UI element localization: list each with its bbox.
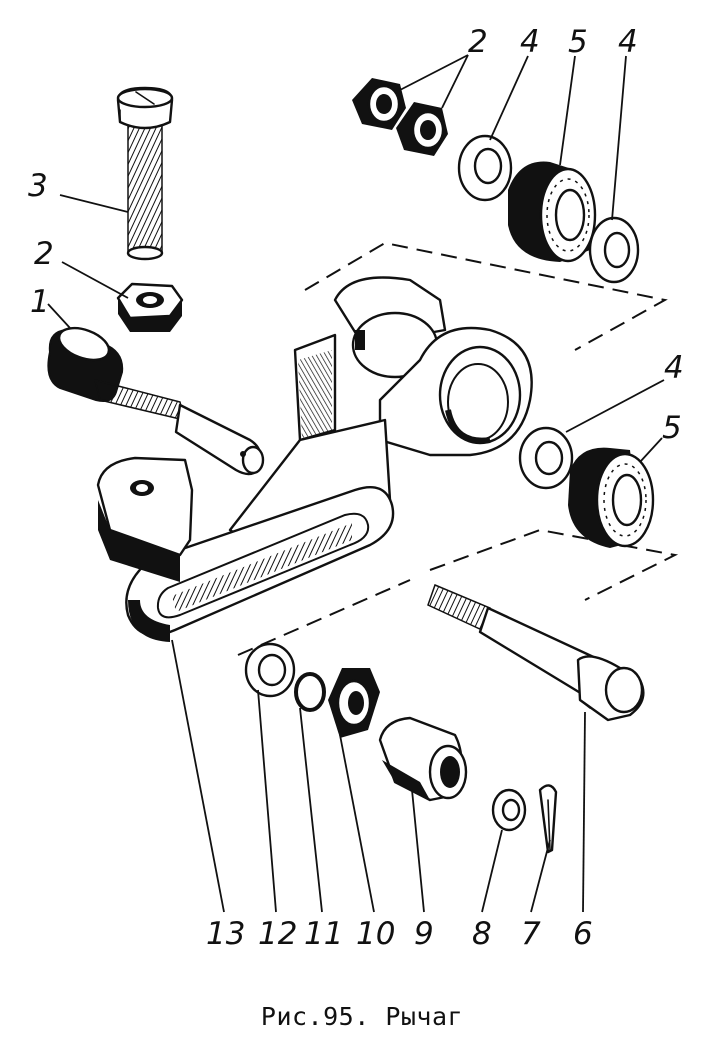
hex-nut-part-2-left — [116, 282, 184, 332]
callout-4-middle: 4 — [664, 350, 684, 386]
callout-labels: 3 2 1 2 4 5 4 4 5 13 12 11 10 9 8 7 6 — [28, 24, 684, 952]
bearing-part-5-middle — [568, 447, 655, 548]
washer-part-4-top-right — [588, 216, 640, 284]
callout-4-top-right: 4 — [618, 24, 638, 60]
callout-5-middle: 5 — [662, 410, 682, 446]
washer-part-4-middle — [518, 426, 574, 490]
callout-2-left: 2 — [34, 236, 54, 272]
callout-10: 10 — [356, 916, 395, 952]
lever-body-part-13 — [96, 276, 533, 642]
callout-5-top: 5 — [568, 24, 588, 60]
bearing-part-5-top — [508, 161, 597, 263]
callout-7: 7 — [521, 916, 541, 952]
hex-nut-part-10 — [328, 668, 380, 738]
assembly-dash-lower — [237, 579, 411, 656]
hex-nut-part-2-top-b — [396, 102, 448, 156]
callout-12: 12 — [258, 916, 297, 952]
spring-washer-part-11 — [294, 672, 326, 712]
bolt-part-1 — [47, 326, 265, 476]
callout-1: 1 — [30, 284, 50, 320]
washer-part-8 — [491, 788, 527, 832]
callout-11: 11 — [304, 916, 343, 952]
callout-4-top-left: 4 — [520, 24, 540, 60]
washer-part-4-top-left — [457, 134, 513, 202]
leader-lines — [47, 54, 665, 913]
callout-6: 6 — [573, 916, 593, 952]
axle-bolt-part-6 — [427, 584, 645, 722]
cotter-pin-part-7 — [538, 784, 558, 854]
screw-part-3 — [116, 86, 174, 261]
hex-nut-part-2-top-a — [352, 78, 406, 130]
callout-3: 3 — [28, 168, 48, 204]
callout-8: 8 — [472, 916, 492, 952]
washer-part-12 — [244, 642, 296, 698]
figure-caption: Рис.95. Рычаг — [260, 1002, 464, 1031]
assembly-dash-upper — [304, 241, 668, 351]
callout-9: 9 — [414, 916, 434, 952]
callout-13: 13 — [206, 916, 245, 952]
bushing-part-9 — [378, 716, 468, 802]
callout-2-top: 2 — [468, 24, 488, 60]
